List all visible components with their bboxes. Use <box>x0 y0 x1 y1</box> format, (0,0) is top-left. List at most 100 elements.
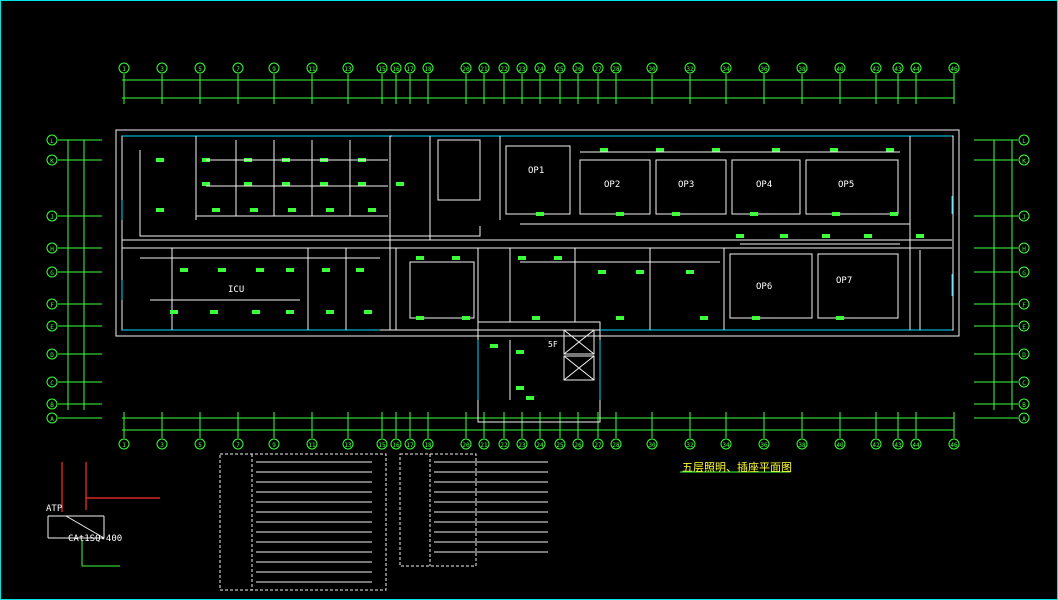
axis-bubble-left-L: L <box>46 134 58 146</box>
axis-bubble-bot-16: 16 <box>390 438 402 450</box>
axis-bubble-top-23: 23 <box>516 62 528 74</box>
axis-bubble-bot-30: 30 <box>646 438 658 450</box>
axis-bubble-bot-11: 11 <box>306 438 318 450</box>
room-label-op5: OP5 <box>838 180 855 190</box>
light-fixture <box>202 182 210 186</box>
room-label-op7: OP7 <box>836 276 853 286</box>
axis-bubble-top-20: 20 <box>460 62 472 74</box>
svg-text:15: 15 <box>378 442 386 449</box>
svg-text:H: H <box>50 246 54 253</box>
light-fixture <box>890 212 898 216</box>
axis-bubble-right-C: C <box>1018 376 1030 388</box>
svg-text:J: J <box>50 214 54 221</box>
axis-bubble-top-43: 43 <box>892 62 904 74</box>
light-fixture <box>616 212 624 216</box>
svg-text:42: 42 <box>872 442 880 449</box>
axis-bubble-bot-17: 17 <box>404 438 416 450</box>
axis-bubble-bot-18: 18 <box>422 438 434 450</box>
breaker-label: CAt1SQ-400 <box>68 534 123 544</box>
svg-text:22: 22 <box>500 66 508 73</box>
svg-text:32: 32 <box>686 66 694 73</box>
light-fixture <box>396 182 404 186</box>
light-fixture <box>326 310 334 314</box>
axis-bubble-bot-21: 21 <box>478 438 490 450</box>
svg-text:28: 28 <box>612 66 620 73</box>
svg-text:24: 24 <box>536 442 544 449</box>
light-fixture <box>212 208 220 212</box>
axis-bubble-bot-3: 3 <box>156 438 168 450</box>
axis-bubble-left-F: F <box>46 298 58 310</box>
dimension-lines <box>67 79 1013 431</box>
svg-text:46: 46 <box>950 66 958 73</box>
axis-bubble-top-28: 28 <box>610 62 622 74</box>
light-fixture <box>320 182 328 186</box>
svg-text:3: 3 <box>160 66 164 73</box>
axis-bubble-right-A: A <box>1018 412 1030 424</box>
svg-text:22: 22 <box>500 442 508 449</box>
axis-bubble-top-18: 18 <box>422 62 434 74</box>
light-fixture <box>416 256 424 260</box>
svg-text:16: 16 <box>392 442 400 449</box>
light-fixture <box>736 234 744 238</box>
svg-text:G: G <box>50 270 54 277</box>
room-label-op6: OP6 <box>756 282 773 292</box>
light-fixture <box>886 148 894 152</box>
axis-bubble-right-G: G <box>1018 266 1030 278</box>
light-fixture <box>554 256 562 260</box>
svg-text:28: 28 <box>612 442 620 449</box>
light-fixture <box>288 208 296 212</box>
axis-bubble-top-44: 44 <box>910 62 922 74</box>
axis-bubble-bot-32: 32 <box>684 438 696 450</box>
axis-bubble-bot-9: 9 <box>268 438 280 450</box>
light-fixture <box>536 212 544 216</box>
light-fixture <box>526 396 534 400</box>
floor-label: 5F <box>548 340 558 349</box>
axis-bubble-top-9: 9 <box>268 62 280 74</box>
light-fixture <box>252 310 260 314</box>
svg-text:16: 16 <box>392 66 400 73</box>
svg-text:K: K <box>50 158 54 165</box>
axis-bubble-top-13: 13 <box>342 62 354 74</box>
light-fixture <box>672 212 680 216</box>
axis-bubble-top-36: 36 <box>758 62 770 74</box>
axis-bubble-bot-44: 44 <box>910 438 922 450</box>
axis-bubble-right-J: J <box>1018 210 1030 222</box>
svg-text:18: 18 <box>424 66 432 73</box>
light-fixture <box>368 208 376 212</box>
svg-text:D: D <box>1022 352 1026 359</box>
distribution-schedules <box>219 453 548 591</box>
svg-text:7: 7 <box>236 442 240 449</box>
light-fixture <box>516 386 524 390</box>
light-fixture <box>916 234 924 238</box>
operating-rooms <box>409 139 899 381</box>
svg-text:23: 23 <box>518 442 526 449</box>
light-fixture <box>712 148 720 152</box>
light-fixture <box>864 234 872 238</box>
axis-bubble-left-A: A <box>46 412 58 424</box>
svg-text:44: 44 <box>912 66 920 73</box>
atp-label: ATP <box>46 504 63 514</box>
axis-bubble-top-16: 16 <box>390 62 402 74</box>
light-fixture <box>286 268 294 272</box>
axis-bubble-bot-22: 22 <box>498 438 510 450</box>
axis-bubble-bot-40: 40 <box>834 438 846 450</box>
svg-text:1: 1 <box>122 442 126 449</box>
room-label-op3: OP3 <box>678 180 695 190</box>
axis-bubble-left-J: J <box>46 210 58 222</box>
axis-bubble-right-K: K <box>1018 154 1030 166</box>
axis-bubble-right-D: D <box>1018 348 1030 360</box>
axis-bubble-top-17: 17 <box>404 62 416 74</box>
axis-bubble-bot-46: 46 <box>948 438 960 450</box>
light-fixture <box>286 310 294 314</box>
axis-bubble-bot-42: 42 <box>870 438 882 450</box>
axis-bubble-bot-25: 25 <box>554 438 566 450</box>
svg-text:C: C <box>50 380 54 387</box>
axis-bubble-left-G: G <box>46 266 58 278</box>
svg-text:38: 38 <box>798 442 806 449</box>
light-fixture <box>656 148 664 152</box>
svg-text:9: 9 <box>272 66 276 73</box>
lighting-circuits <box>139 150 910 400</box>
svg-text:20: 20 <box>462 66 470 73</box>
light-fixture <box>250 208 258 212</box>
svg-text:26: 26 <box>574 442 582 449</box>
